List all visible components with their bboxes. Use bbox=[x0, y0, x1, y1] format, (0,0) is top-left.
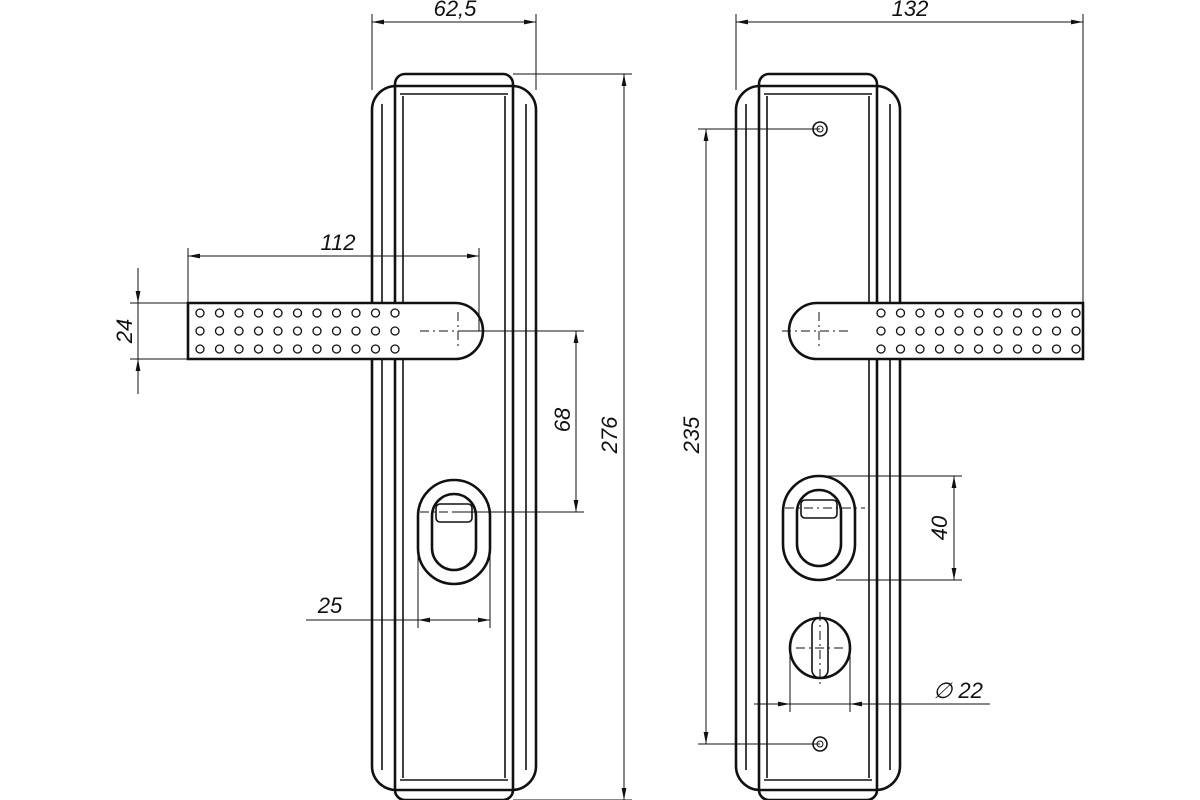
handle-dot bbox=[1051, 308, 1062, 318]
dim-handle-length: 112 bbox=[187, 230, 480, 331]
dim-handle-height: 24 bbox=[112, 268, 188, 394]
handle-dot bbox=[214, 308, 225, 318]
handle-dot bbox=[1051, 344, 1062, 354]
handle-dot bbox=[370, 326, 381, 336]
handle-dot bbox=[273, 308, 283, 318]
dim-text-62-5: 62,5 bbox=[434, 0, 478, 21]
handle-dot bbox=[370, 344, 381, 354]
handle-dot bbox=[370, 308, 381, 318]
dim-text-d22: ∅ 22 bbox=[933, 678, 983, 703]
handle-dot bbox=[214, 344, 225, 354]
handle-dot bbox=[273, 344, 283, 354]
handle-dot bbox=[993, 308, 1003, 318]
handle-dot bbox=[954, 308, 964, 318]
left-handle-dot-grid bbox=[195, 308, 400, 354]
right-view-back bbox=[734, 72, 1085, 800]
dim-cylinder-width: 25 bbox=[306, 532, 491, 628]
dim-text-68: 68 bbox=[550, 407, 575, 432]
handle-dot bbox=[331, 344, 342, 354]
handle-dot bbox=[954, 344, 964, 354]
handle-dot bbox=[993, 344, 1003, 354]
handle-dot bbox=[1051, 326, 1062, 336]
handle-dot bbox=[195, 344, 205, 354]
handle-dot bbox=[973, 326, 984, 336]
handle-dot bbox=[234, 326, 244, 336]
handle-dot bbox=[273, 326, 283, 336]
handle-dot bbox=[292, 308, 303, 318]
handle-dot bbox=[895, 308, 906, 318]
right-cylinder-ring bbox=[781, 474, 857, 582]
handle-dot bbox=[876, 326, 886, 336]
handle-dot bbox=[1012, 344, 1023, 354]
handle-dot bbox=[993, 326, 1003, 336]
right-handle-dot-grid bbox=[876, 308, 1081, 354]
handle-dot bbox=[915, 344, 925, 354]
handle-dot bbox=[292, 326, 303, 336]
dim-text-24: 24 bbox=[112, 319, 137, 344]
handle-dot bbox=[195, 308, 205, 318]
handle-dot bbox=[312, 344, 322, 354]
handle-dot bbox=[234, 308, 244, 318]
handle-dot bbox=[312, 326, 322, 336]
handle-dot bbox=[1032, 344, 1042, 354]
handle-dot bbox=[312, 308, 322, 318]
handle-dot bbox=[876, 308, 886, 318]
handle-dot bbox=[390, 344, 400, 354]
handle-dot bbox=[351, 308, 361, 318]
handle-dot bbox=[1032, 308, 1042, 318]
handle-dot bbox=[915, 326, 925, 336]
dim-cylinder-spacing: 40 bbox=[820, 475, 962, 581]
handle-dot bbox=[234, 344, 244, 354]
right-back-plate bbox=[734, 84, 902, 792]
handle-dot bbox=[973, 344, 984, 354]
handle-dot bbox=[253, 308, 264, 318]
handle-dot bbox=[214, 326, 225, 336]
dim-turn-knob-diameter: ∅ 22 bbox=[754, 648, 990, 712]
handle-dot bbox=[934, 326, 945, 336]
dim-text-132: 132 bbox=[892, 0, 929, 21]
dim-total-width: 132 bbox=[735, 0, 1084, 303]
handle-dot bbox=[1071, 308, 1081, 318]
handle-dot bbox=[895, 344, 906, 354]
handle-dot bbox=[331, 326, 342, 336]
handle-dot bbox=[954, 326, 964, 336]
handle-dot bbox=[934, 344, 945, 354]
dim-text-235: 235 bbox=[679, 416, 704, 454]
handle-dot bbox=[876, 344, 886, 354]
handle-dot bbox=[390, 326, 400, 336]
dim-plate-width: 62,5 bbox=[371, 0, 537, 90]
left-front-plate bbox=[393, 72, 515, 800]
handle-dot bbox=[253, 326, 264, 336]
handle-dot bbox=[895, 326, 906, 336]
handle-dot bbox=[934, 308, 945, 318]
handle-dot bbox=[390, 308, 400, 318]
left-cylinder-ring bbox=[416, 478, 492, 586]
right-cylinder-hole bbox=[795, 488, 843, 568]
handle-dot bbox=[351, 344, 361, 354]
handle-dot bbox=[253, 344, 264, 354]
dim-text-276: 276 bbox=[597, 416, 622, 454]
handle-dot bbox=[351, 326, 361, 336]
dim-plate-height: 276 bbox=[513, 73, 632, 800]
right-front-plate bbox=[757, 72, 879, 800]
handle-dot bbox=[973, 308, 984, 318]
dim-text-112: 112 bbox=[320, 230, 355, 255]
left-back-plate bbox=[370, 84, 538, 792]
handle-dot bbox=[1032, 326, 1042, 336]
handle-dot bbox=[195, 326, 205, 336]
dim-text-40: 40 bbox=[927, 515, 952, 540]
dim-text-25: 25 bbox=[317, 593, 343, 618]
handle-dot bbox=[1071, 344, 1081, 354]
dim-screw-spacing: 235 bbox=[679, 128, 820, 745]
handle-dot bbox=[1071, 326, 1081, 336]
left-cylinder-hole bbox=[430, 492, 478, 572]
handle-dot bbox=[292, 344, 303, 354]
handle-dot bbox=[915, 308, 925, 318]
dim-handle-to-cylinder: 68 bbox=[454, 330, 584, 513]
handle-dot bbox=[1012, 308, 1023, 318]
left-view-front bbox=[186, 72, 538, 800]
handle-dot bbox=[1012, 326, 1023, 336]
handle-dot bbox=[331, 308, 342, 318]
